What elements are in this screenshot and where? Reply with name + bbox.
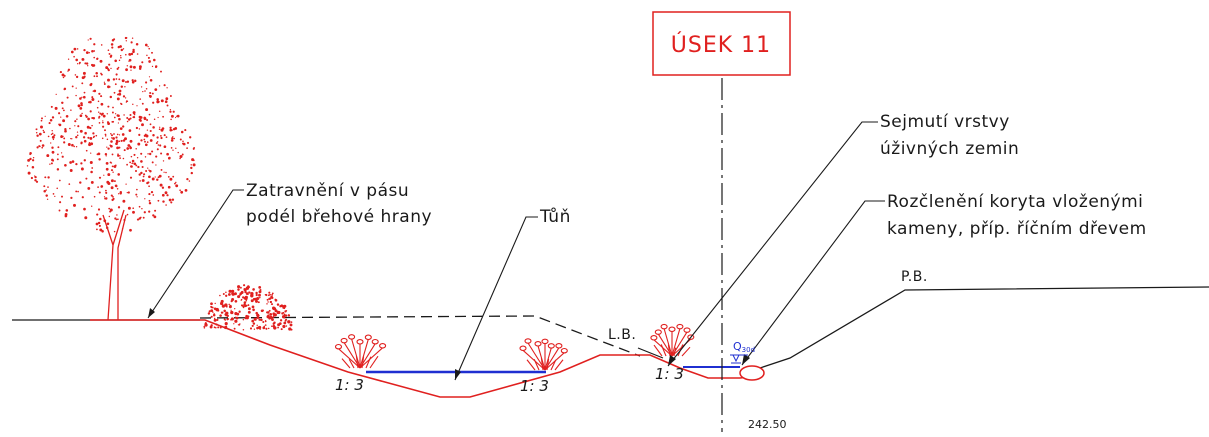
leader-left-bank: [637, 347, 664, 359]
slope-label-middle: 1: 3: [520, 377, 549, 395]
water-level-q: Q: [733, 340, 742, 353]
pool-label: Tůň: [539, 207, 571, 227]
section-label: ÚSEK 11: [671, 32, 771, 58]
leader-pool: [454, 216, 538, 381]
right-bank-label: P.B.: [901, 269, 928, 285]
grassing-label-line1: Zatravnění v pásu: [246, 181, 409, 201]
left-bank-label: L.B.: [608, 327, 636, 343]
slope-label-right: 1: 3: [655, 365, 684, 383]
svg-text:Q30d: Q30d: [733, 340, 755, 354]
slope-label-left: 1: 3: [335, 376, 364, 394]
leader-lines: [147, 121, 885, 381]
leader-channel: [741, 200, 885, 366]
channel-label-line2: kameny, příp. říčním dřevem: [887, 219, 1147, 239]
reed-plant-icon: [334, 323, 695, 371]
station-label: 242.50: [748, 418, 787, 431]
design-profile: [90, 319, 759, 398]
shrub-icon: [203, 284, 293, 331]
tree-icon: [26, 36, 196, 321]
section-label-box: ÚSEK 11: [652, 11, 791, 76]
water-level-marker-icon: Q30d: [730, 340, 755, 364]
channel-stones-icon: [739, 365, 765, 381]
water-level-sub: 30d: [742, 346, 755, 354]
leader-topsoil: [667, 121, 878, 367]
grassing-label-line2: podél břehové hrany: [246, 207, 432, 227]
topsoil-label-line2: úživných zemin: [880, 139, 1019, 159]
channel-label-line1: Rozčlenění koryta vloženými: [887, 192, 1143, 212]
topsoil-label-line1: Sejmutí vrstvy: [880, 112, 1010, 132]
leader-grassing: [147, 189, 244, 319]
leader-arrowheads: [148, 308, 750, 380]
